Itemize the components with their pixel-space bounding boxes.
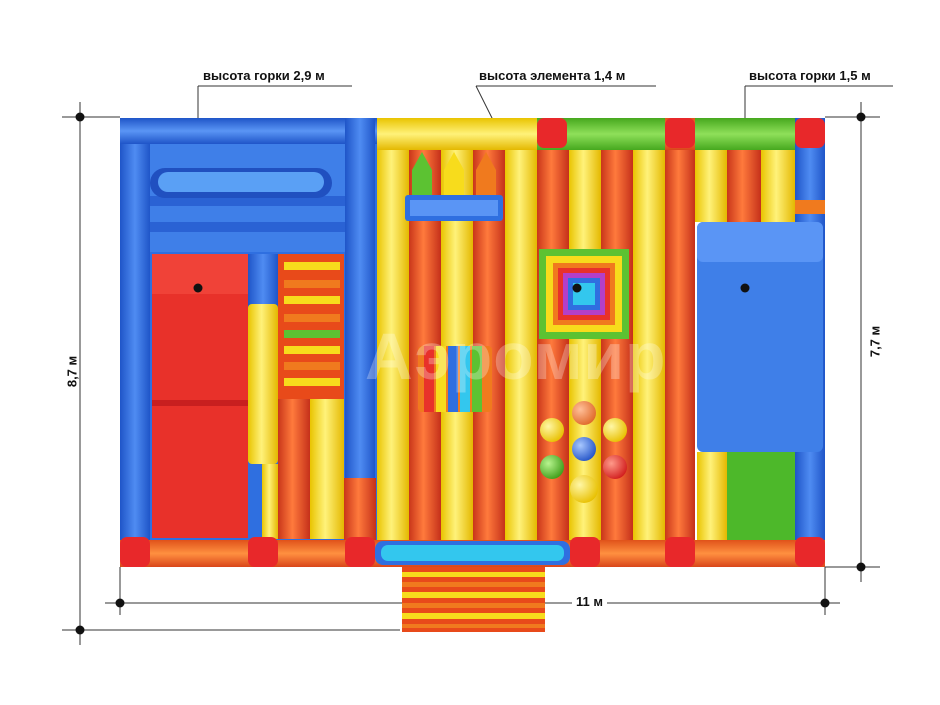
dimension-body-length: 7,7 м <box>867 325 883 358</box>
watermark-logo: Аэромир <box>365 319 667 393</box>
joint-caps <box>120 118 825 567</box>
dimension-width: 11 м <box>572 594 607 609</box>
label-slide-height-left: высота горки 2,9 м <box>203 68 325 83</box>
entrance-ramp <box>402 566 545 632</box>
marker-dots <box>193 283 750 293</box>
right-slide-section <box>695 118 825 563</box>
center-jump-section <box>377 118 795 540</box>
bottom-border <box>120 540 825 567</box>
dimension-total-length: 8,7 м <box>64 355 80 388</box>
label-element-height: высота элемента 1,4 м <box>479 68 626 83</box>
dimension-dots <box>75 112 866 635</box>
left-slide-section <box>120 118 377 563</box>
label-slide-height-right: высота горки 1,5 м <box>749 68 871 83</box>
